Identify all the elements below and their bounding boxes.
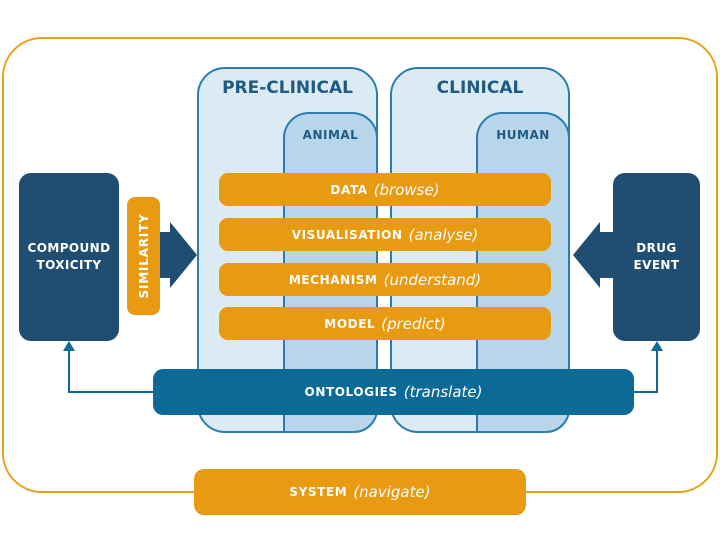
compound-toxicity-box: COMPOUND TOXICITY (19, 173, 119, 341)
mechanism-bar-label: MECHANISM (288, 272, 378, 287)
visualisation-bar-verb: (analyse) (408, 225, 479, 244)
similarity-label: SIMILARITY (136, 213, 151, 299)
model-bar-label: MODEL (324, 316, 376, 331)
human-label: HUMAN (496, 128, 550, 142)
preclinical-title: PRE-CLINICAL (222, 78, 353, 98)
compound-arrow (158, 222, 197, 288)
compound-toxicity-label: COMPOUND TOXICITY (27, 241, 111, 272)
visualisation-bar-label: VISUALISATION (291, 227, 403, 242)
ontologies-label: ONTOLOGIES (304, 385, 398, 399)
ontologies-verb: (translate) (403, 383, 483, 401)
data-bar: DATA (browse) (219, 173, 551, 206)
left-connector-line (68, 350, 155, 393)
similarity-bar: SIMILARITY (127, 197, 160, 315)
system-label: SYSTEM (289, 485, 348, 499)
data-bar-label: DATA (330, 182, 368, 197)
drug-arrow (573, 222, 614, 288)
drug-event-label: DRUG EVENT (633, 241, 680, 272)
right-connector-arrowhead (651, 341, 663, 351)
ontologies-bar: ONTOLOGIES (translate) (153, 369, 634, 415)
clinical-title: CLINICAL (436, 78, 524, 98)
system-verb: (navigate) (353, 483, 431, 501)
animal-label: ANIMAL (302, 128, 359, 142)
model-bar: MODEL (predict) (219, 307, 551, 340)
visualisation-bar: VISUALISATION (analyse) (219, 218, 551, 251)
drug-event-box: DRUG EVENT (613, 173, 700, 341)
data-bar-verb: (browse) (373, 180, 440, 199)
model-bar-verb: (predict) (381, 314, 446, 333)
mechanism-bar-verb: (understand) (383, 270, 482, 289)
system-bar: SYSTEM (navigate) (194, 469, 526, 515)
right-connector-line (632, 350, 658, 393)
left-connector-arrowhead (63, 341, 75, 351)
mechanism-bar: MECHANISM (understand) (219, 263, 551, 296)
